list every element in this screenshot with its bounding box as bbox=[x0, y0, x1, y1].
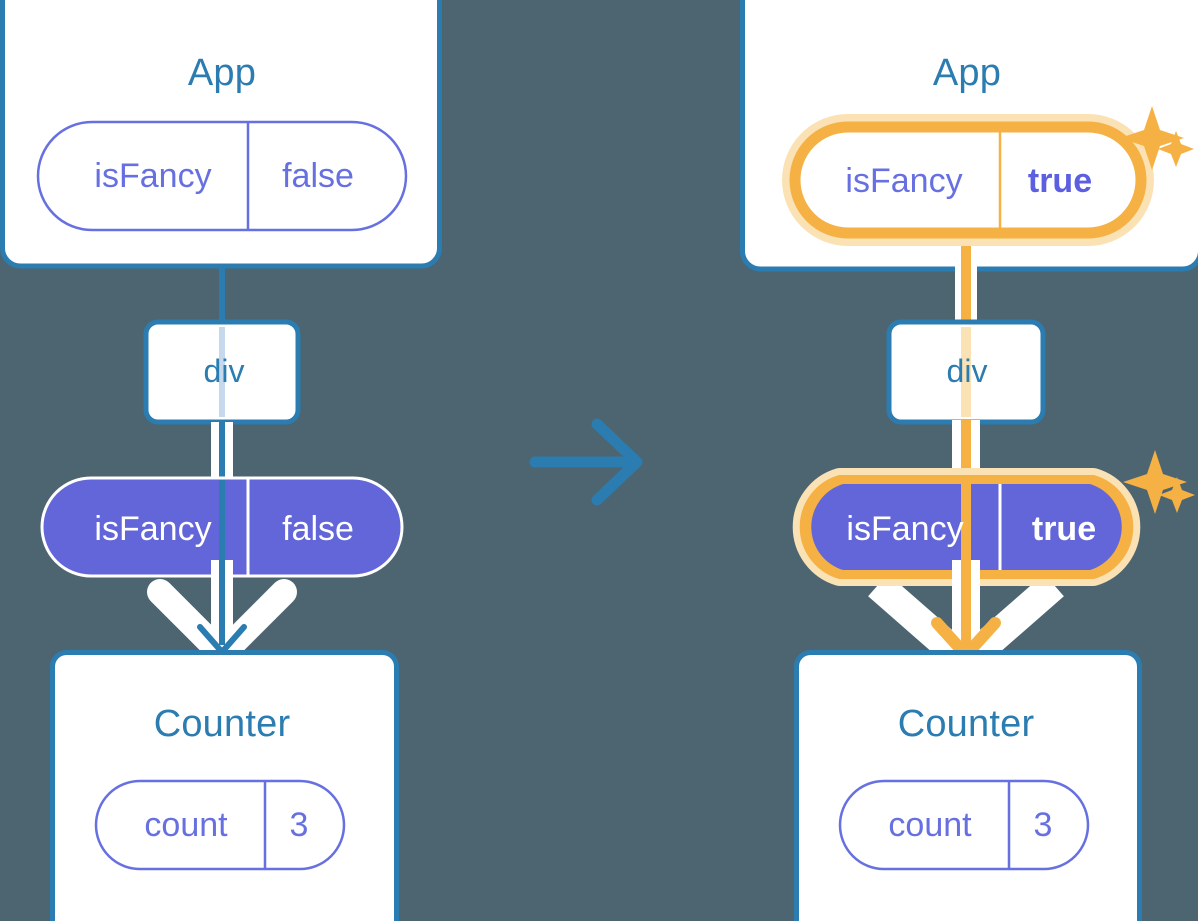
connector-pill-to-counter-left bbox=[219, 480, 225, 645]
connector-div-to-pill-right bbox=[961, 420, 971, 486]
sparkle-icon-app-small bbox=[1158, 131, 1194, 167]
connector-inside-div-line-left bbox=[219, 327, 225, 417]
transition-arrow-right-icon bbox=[529, 418, 643, 506]
sparkle-icon-state-small bbox=[1159, 477, 1195, 513]
connector-app-to-div-right bbox=[961, 210, 971, 328]
connector-div-to-pill-left bbox=[219, 422, 225, 484]
state-pill-outline-right bbox=[799, 475, 1134, 579]
app-pill-right bbox=[789, 121, 1147, 239]
counter-pill-left bbox=[94, 779, 346, 871]
sparkle-icon-app-large bbox=[1120, 106, 1184, 170]
sparkle-icon-state-large bbox=[1123, 450, 1187, 514]
app-pill-left bbox=[36, 120, 408, 232]
connector-pill-to-counter-right bbox=[961, 480, 971, 652]
counter-pill-right bbox=[838, 779, 1090, 871]
connector-inside-div-line-right bbox=[961, 327, 971, 417]
connector-app-to-div-left bbox=[219, 258, 225, 326]
